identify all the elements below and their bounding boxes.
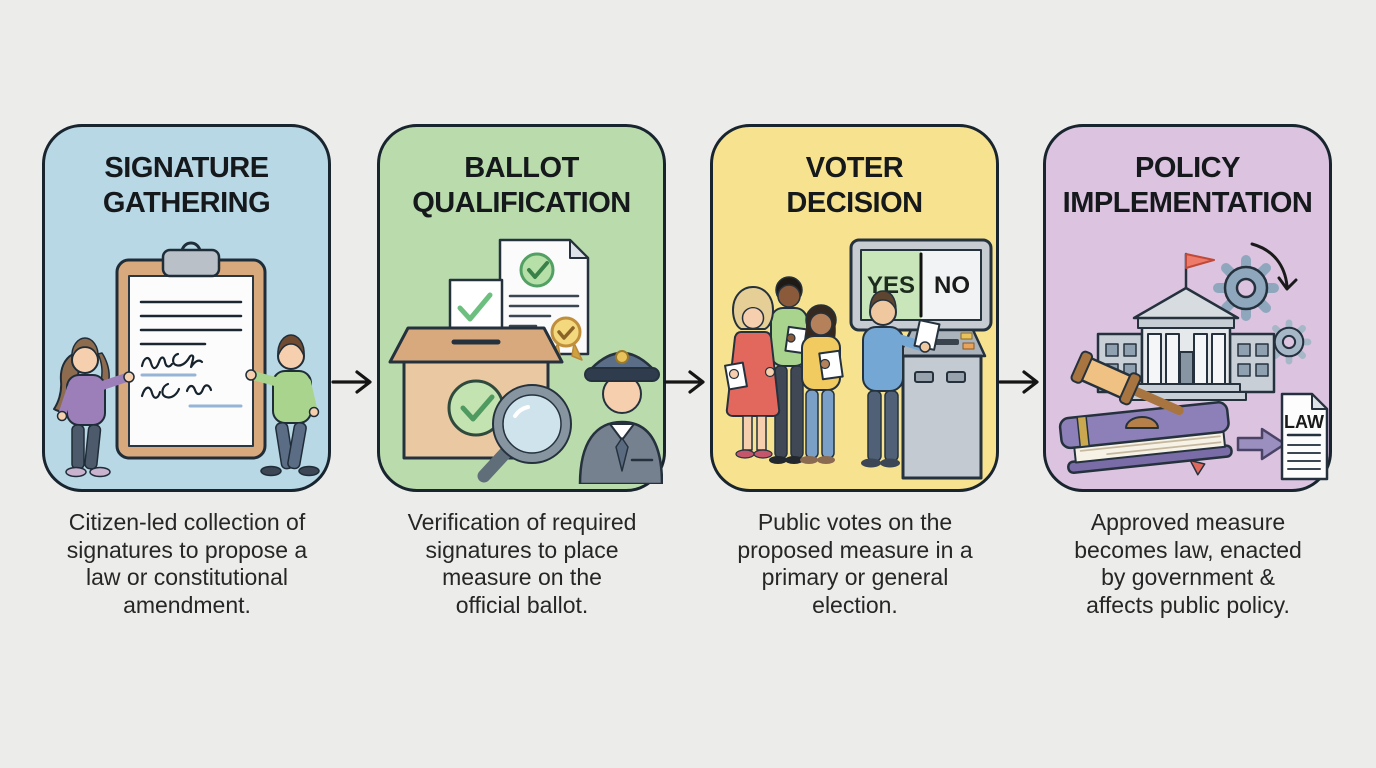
signature-gathering-illustration [53,241,320,478]
law-document-icon: LAW [1280,392,1329,481]
ribbon-bookmark [1189,459,1206,476]
voter-man-blue [861,290,941,468]
gear-icon [1266,319,1312,365]
signature-icon [140,352,243,408]
no-label: NO [934,272,970,299]
policy-implementation-illustration: LAW [1058,242,1329,481]
step-card-voter-decision: VOTER DECISION YES NO [710,124,999,492]
gavel-icon [1070,350,1184,429]
clipboard-icon [115,241,267,460]
step-card-policy-implementation: POLICY IMPLEMENTATION [1043,124,1332,492]
voter-woman-yellow [800,304,844,464]
step-description: Verification of required signatures to p… [407,509,637,618]
government-building-icon [1096,252,1276,401]
person-man [245,334,320,477]
curved-arrow-icon [1250,242,1298,291]
step-description: Public votes on the proposed measure in … [737,509,973,618]
flow-arrow-icon [664,370,705,394]
gear-icon [1213,255,1279,321]
voter-man-green [769,276,808,464]
voting-kiosk-icon [897,328,987,480]
law-label: LAW [1284,412,1324,432]
yes-no-screen: YES NO [849,238,993,332]
step-title: POLICY IMPLEMENTATION [1062,152,1313,219]
step-description: Citizen-led collection of signatures to … [66,509,308,618]
step-description: Approved measure becomes law, enacted by… [1074,509,1302,618]
police-officer-icon [578,350,663,484]
step-title: BALLOT QUALIFICATION [412,152,631,219]
person-woman [53,337,135,478]
law-book-icon [1058,401,1233,476]
step-card-signature-gathering: SIGNATURE GATHERING [42,124,331,492]
flow-arrow-icon [331,370,372,394]
voter-queue [724,276,941,468]
voter-woman-red [724,286,781,459]
step-title: VOTER DECISION [786,152,923,219]
voter-decision-illustration: YES NO [724,238,993,480]
block-arrow-icon [1236,427,1287,461]
flag-icon [1185,253,1215,269]
ballot-qualification-illustration [388,238,663,484]
flow-arrow-icon [998,370,1039,394]
step-title: SIGNATURE GATHERING [102,152,271,219]
step-card-ballot-qualification: BALLOT QUALIFICATION [377,124,666,492]
magnifier-icon [477,384,572,483]
